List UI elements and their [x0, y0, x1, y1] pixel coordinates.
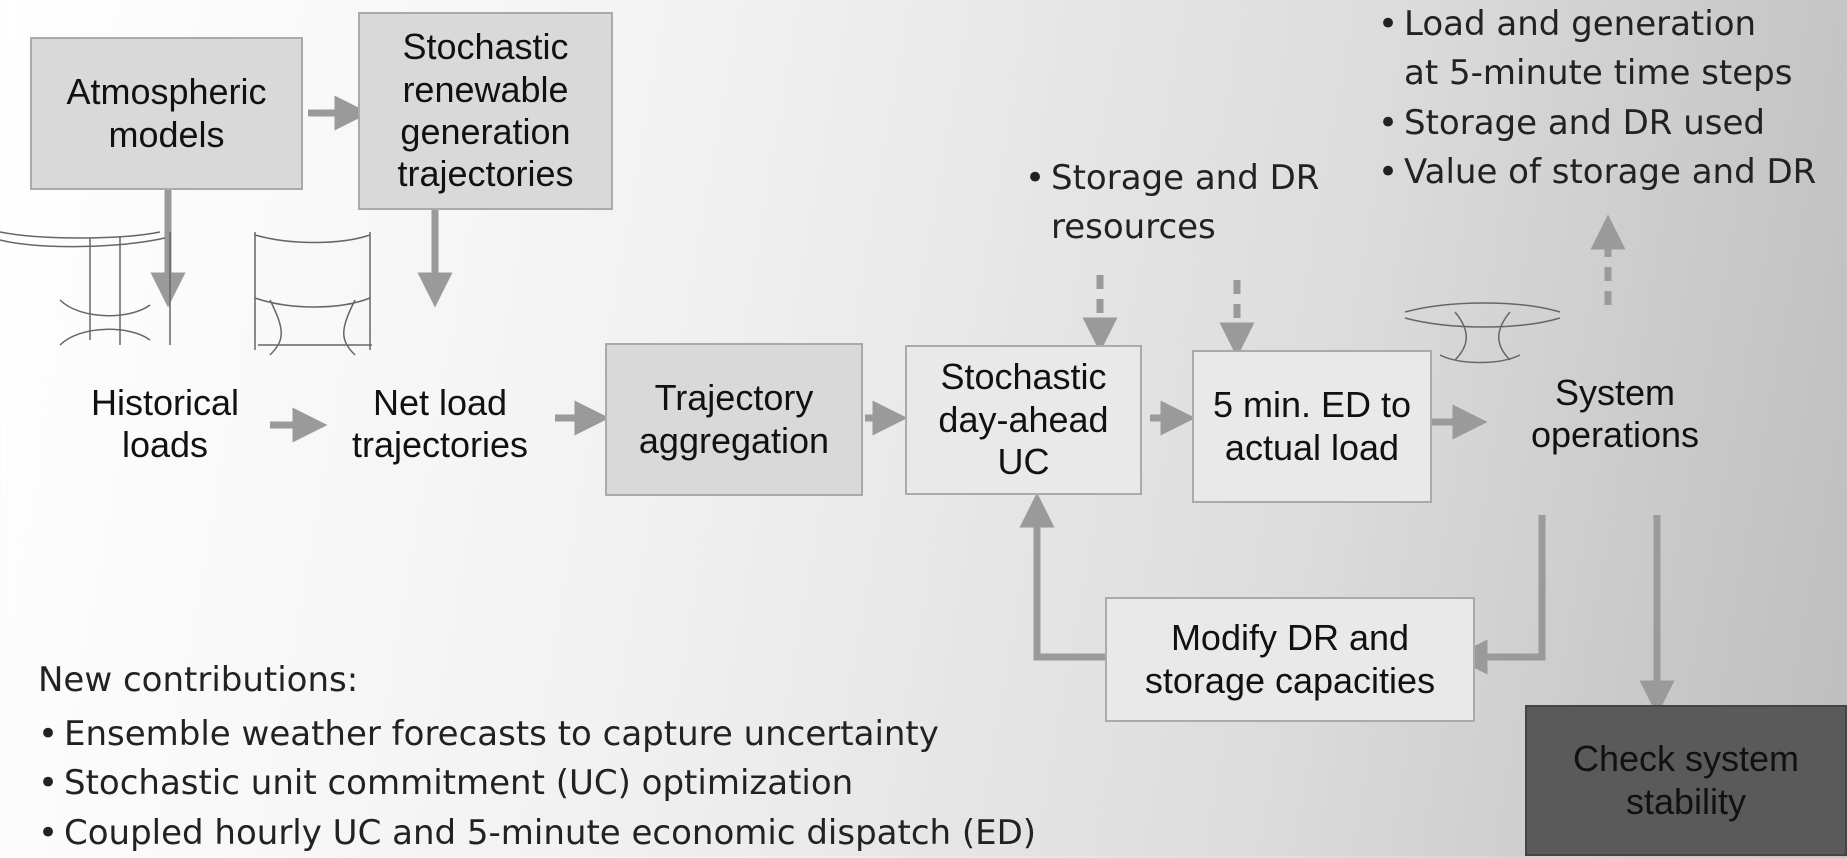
- output-item: Load and generation at 5-minute time ste…: [1378, 0, 1847, 99]
- contribution-item: Ensemble weather forecasts to capture un…: [38, 710, 1138, 760]
- storage-resources-item: Storage and DR resources: [1025, 154, 1355, 253]
- check-stability-box: Check system stability: [1525, 705, 1847, 856]
- storage-resources-list: Storage and DR resources: [1025, 154, 1355, 253]
- stochastic-renewable-box: Stochastic renewable generation trajecto…: [358, 12, 613, 210]
- contribution-item: Stochastic unit commitment (UC) optimiza…: [38, 759, 1138, 809]
- outputs-list: Load and generation at 5-minute time ste…: [1378, 0, 1847, 197]
- historical-loads-label: Historical loads: [90, 382, 240, 466]
- contributions-list: Ensemble weather forecasts to capture un…: [38, 710, 1138, 858]
- atmospheric-models-box: Atmospheric models: [30, 37, 303, 190]
- output-item: Storage and DR used: [1378, 99, 1847, 149]
- trajectory-aggregation-box: Trajectory aggregation: [605, 343, 863, 496]
- system-operations-label: System operations: [1530, 372, 1700, 456]
- modify-capacities-box: Modify DR and storage capacities: [1105, 597, 1475, 722]
- net-load-label: Net load trajectories: [351, 382, 529, 466]
- stochastic-uc-box: Stochastic day-ahead UC: [905, 345, 1142, 495]
- contribution-item: Coupled hourly UC and 5-minute economic …: [38, 809, 1138, 858]
- contributions-heading: New contributions:: [38, 660, 359, 700]
- ed-box: 5 min. ED to actual load: [1192, 350, 1432, 503]
- output-item: Value of storage and DR: [1378, 148, 1847, 198]
